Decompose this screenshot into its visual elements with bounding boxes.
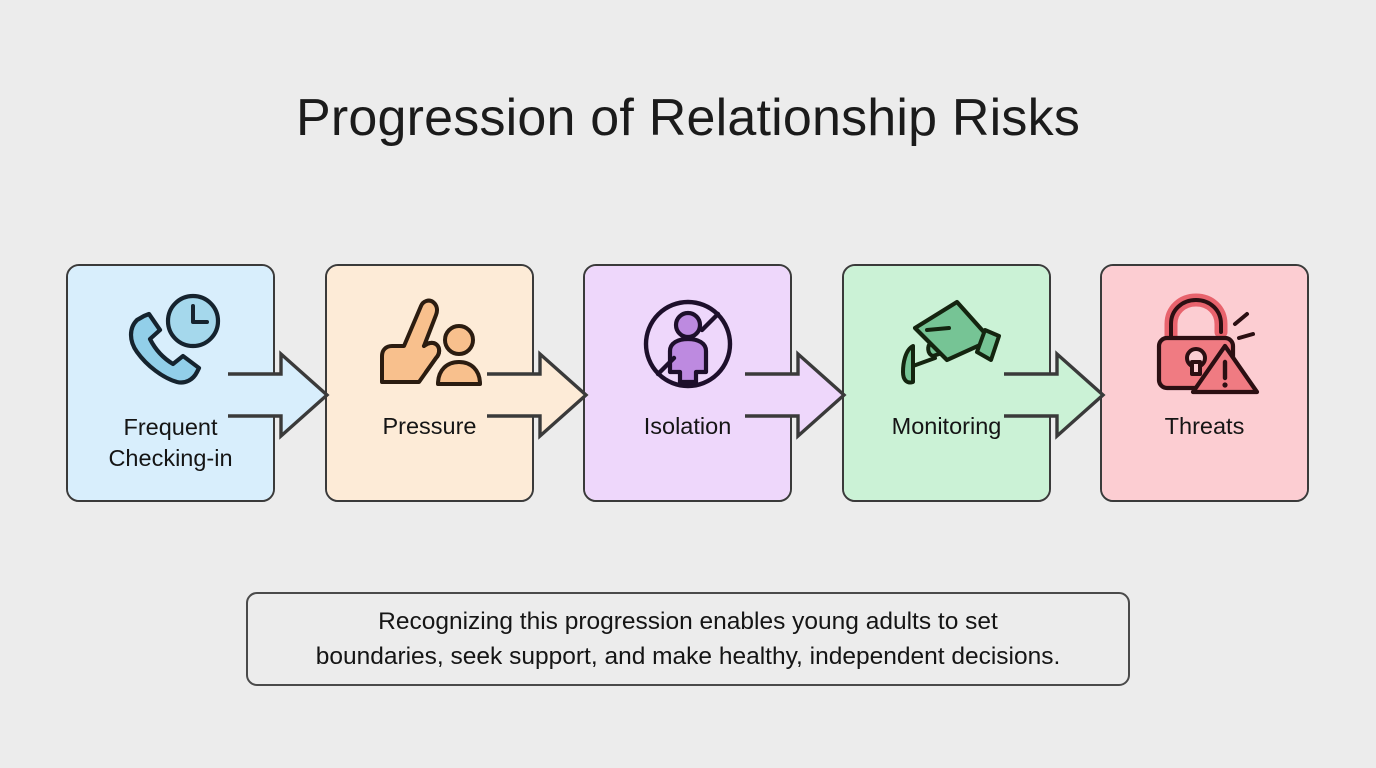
arrow-frequent-checking-in-to-pressure — [226, 347, 330, 443]
stage-card-label: Pressure — [333, 411, 526, 442]
stage-label-line-2: Checking-in — [108, 445, 233, 471]
stage-card-label: Frequent Checking-in — [74, 412, 267, 474]
broken-lock-warning-icon — [1102, 292, 1307, 396]
footer-note-text: Recognizing this progression enables you… — [316, 604, 1061, 674]
stage-card-label: Monitoring — [850, 411, 1043, 442]
footer-note-line-1: Recognizing this progression enables you… — [378, 608, 998, 635]
arrow-monitoring-to-threats — [1002, 347, 1106, 443]
stage-label-line-1: Frequent — [123, 414, 218, 440]
stage-card-label: Isolation — [591, 411, 784, 442]
stage-label-line-1: Threats — [1164, 413, 1245, 439]
stage-card-threats[interactable]: Threats — [1100, 264, 1309, 502]
stage-card-label: Threats — [1108, 411, 1301, 442]
phone-clock-icon — [68, 292, 273, 396]
footer-note-line-2: boundaries, seek support, and make healt… — [315, 643, 1061, 670]
process-flow-row: Frequent Checking-in — [66, 264, 1309, 502]
stage-card-frequent-checking-in[interactable]: Frequent Checking-in — [66, 264, 275, 502]
stage-label-line-1: Isolation — [643, 413, 732, 439]
person-prohibited-icon — [585, 292, 790, 396]
stage-label-line-1: Pressure — [382, 413, 477, 439]
security-camera-icon — [844, 292, 1049, 396]
arrow-isolation-to-monitoring — [743, 347, 847, 443]
arrow-pressure-to-isolation — [485, 347, 589, 443]
hand-pushing-person-icon — [327, 292, 532, 396]
stage-label-line-1: Monitoring — [891, 413, 1002, 439]
page-title: Progression of Relationship Risks — [295, 89, 1081, 147]
footer-callout-box: Recognizing this progression enables you… — [246, 592, 1130, 686]
stage-card-pressure[interactable]: Pressure — [325, 264, 534, 502]
